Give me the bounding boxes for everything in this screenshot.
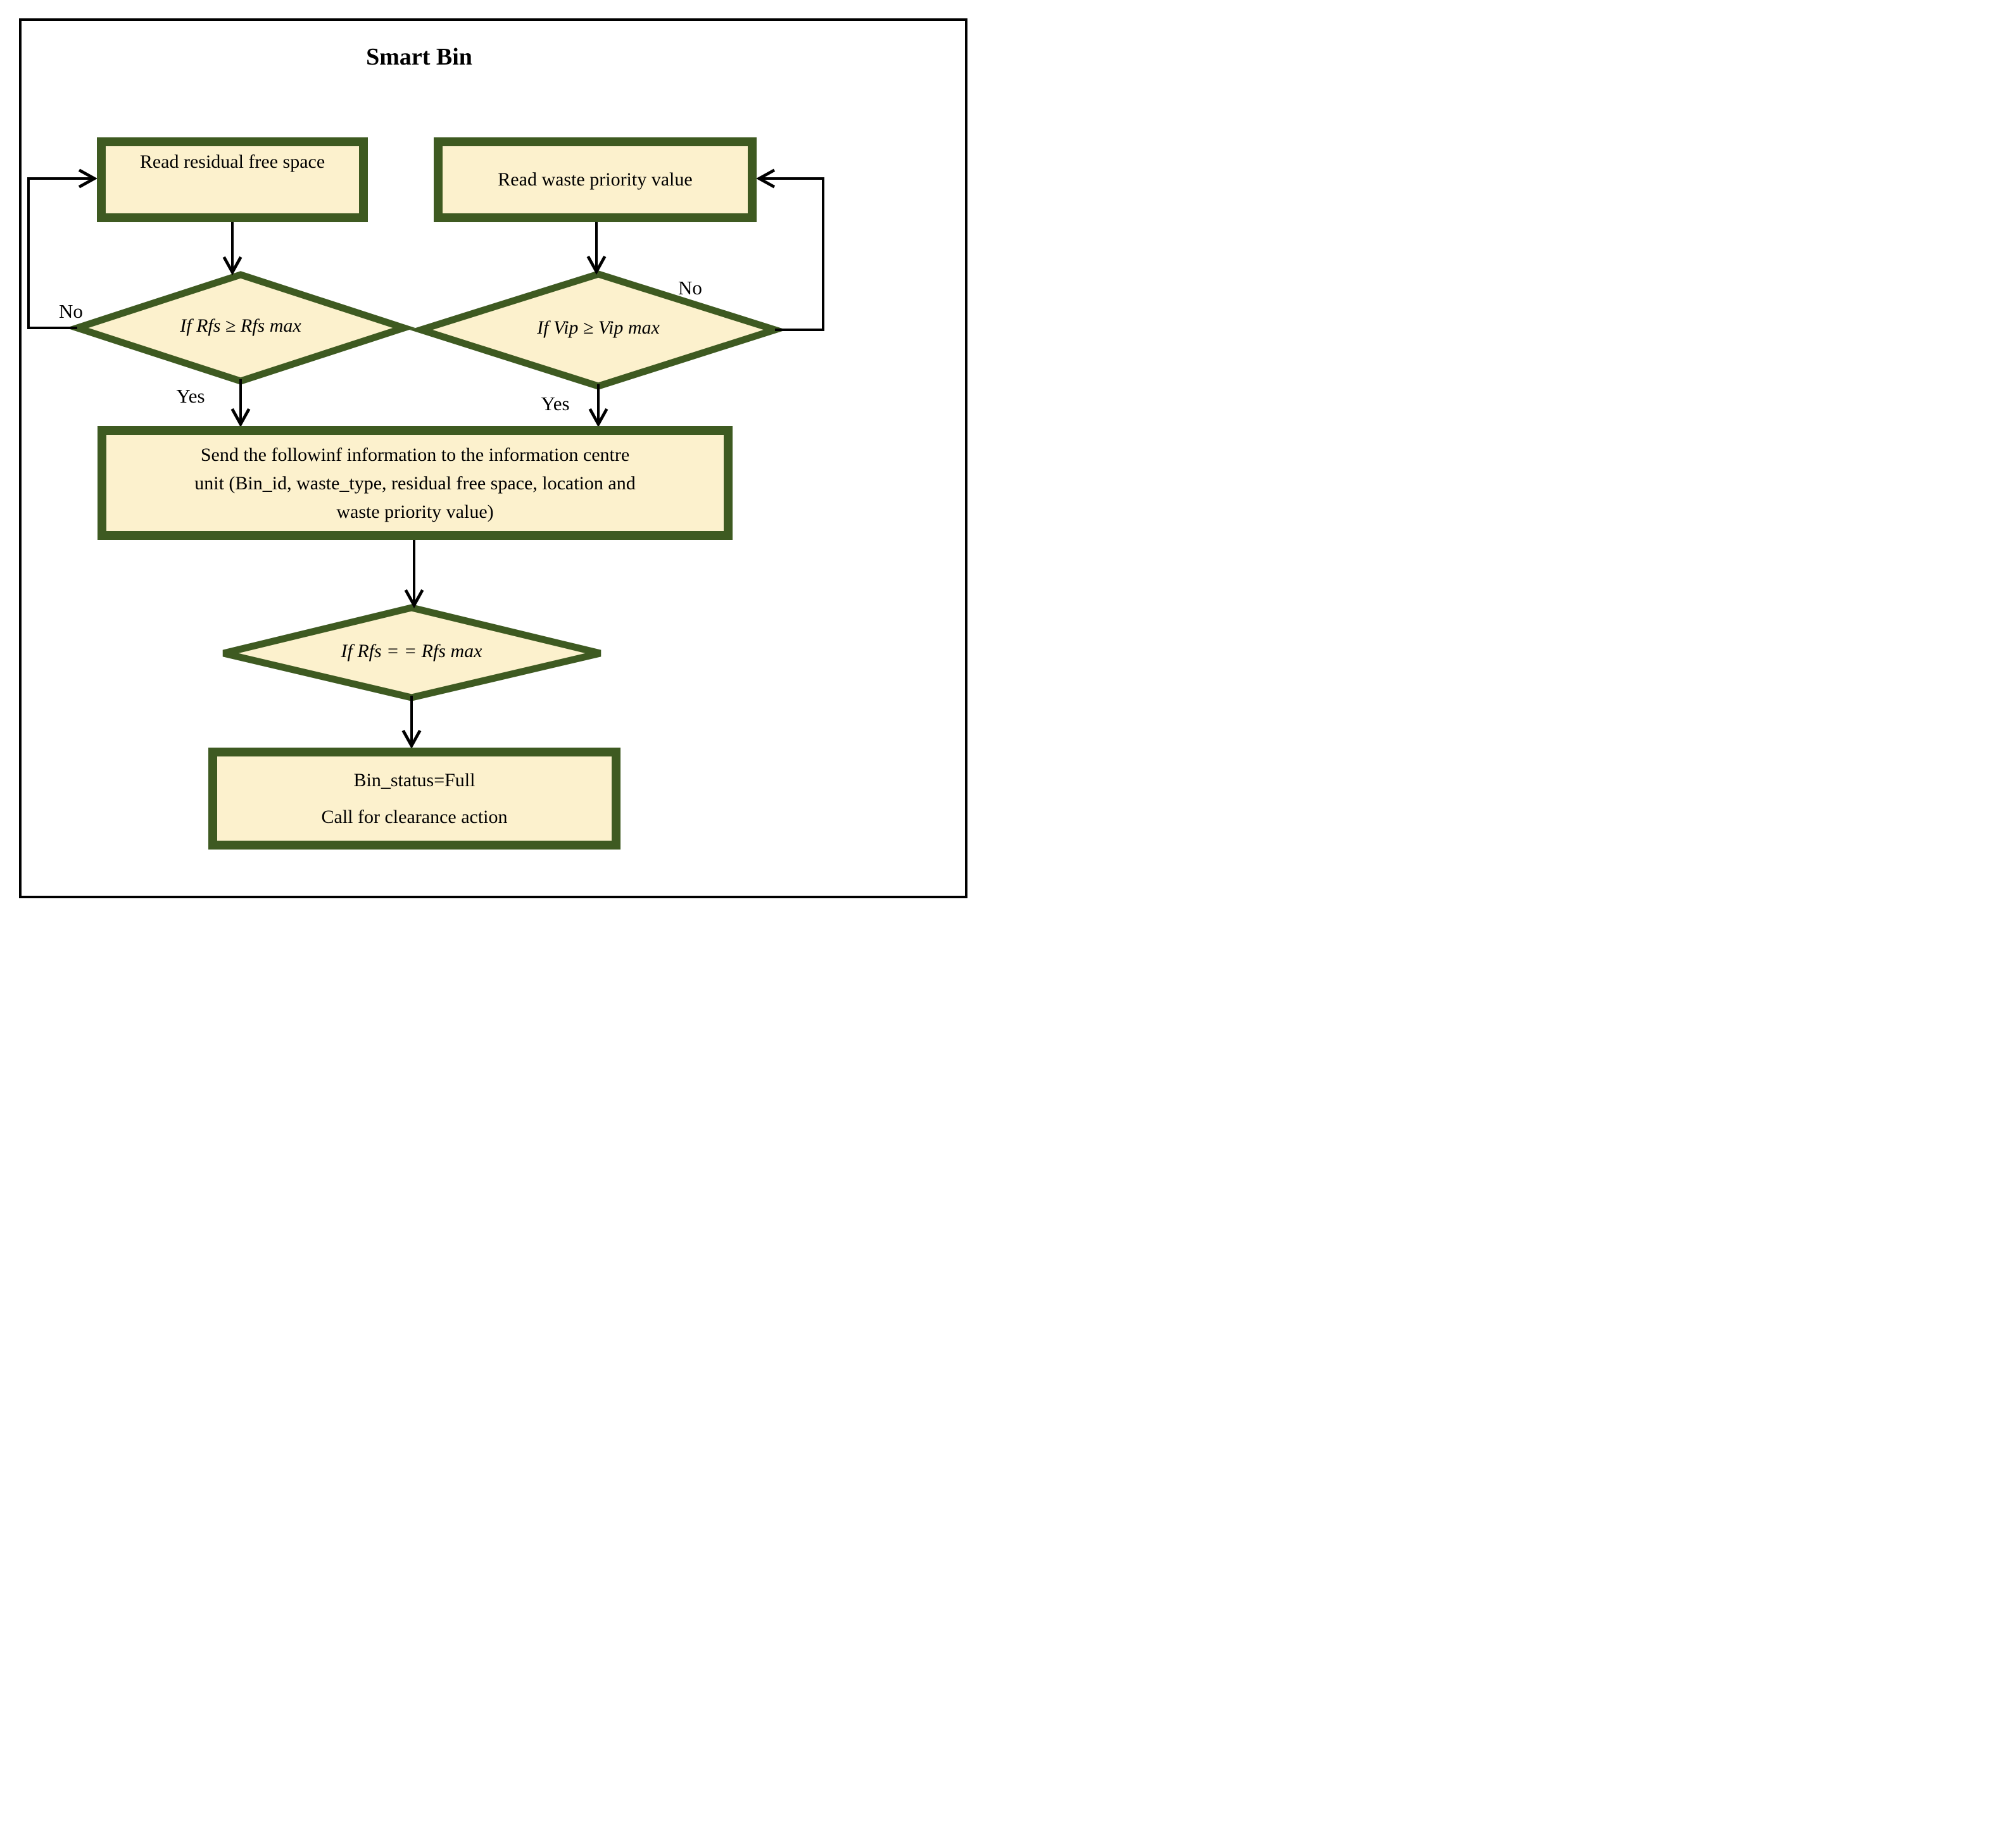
edge-label-no-left: No bbox=[59, 300, 83, 322]
edge-label-yes-left: Yes bbox=[176, 385, 205, 407]
node-bin-status-full-line2: Call for clearance action bbox=[321, 806, 508, 827]
connector-layer bbox=[27, 168, 824, 749]
node-read-residual-free-space: Read residual free space bbox=[97, 137, 368, 222]
node-read-waste-priority-value: Read waste priority value bbox=[434, 137, 757, 222]
flowchart-canvas: Smart Bin Read residual free space bbox=[0, 0, 1008, 922]
node-send-information-line1: Send the followinf information to the in… bbox=[200, 444, 630, 465]
decision-rfs-label: If Rfs ≥ Rfs max bbox=[180, 315, 301, 336]
node-read-residual-free-space-label: Read residual free space bbox=[139, 151, 325, 172]
edge-label-no-right: No bbox=[678, 277, 702, 299]
node-send-information-line3: waste priority value) bbox=[336, 501, 494, 522]
node-send-information-line2: unit (Bin_id, waste_type, residual free … bbox=[194, 472, 636, 494]
node-send-information: Send the followinf information to the in… bbox=[98, 426, 733, 540]
outer-border bbox=[19, 18, 967, 898]
edge-label-yes-right: Yes bbox=[541, 392, 570, 415]
node-read-waste-priority-value-label: Read waste priority value bbox=[498, 169, 693, 190]
node-bin-status-full: Bin_status=Full Call for clearance actio… bbox=[208, 748, 621, 850]
decision-rfs-full-label: If Rfs = = Rfs max bbox=[341, 641, 482, 662]
edge-no-loop-left bbox=[27, 168, 98, 329]
chart-title: Smart Bin bbox=[366, 44, 472, 70]
decision-vip-label: If Vip ≥ Vip max bbox=[537, 317, 660, 338]
node-bin-status-full-line1: Bin_status=Full bbox=[353, 769, 476, 791]
edge-no-loop-right bbox=[756, 168, 824, 331]
